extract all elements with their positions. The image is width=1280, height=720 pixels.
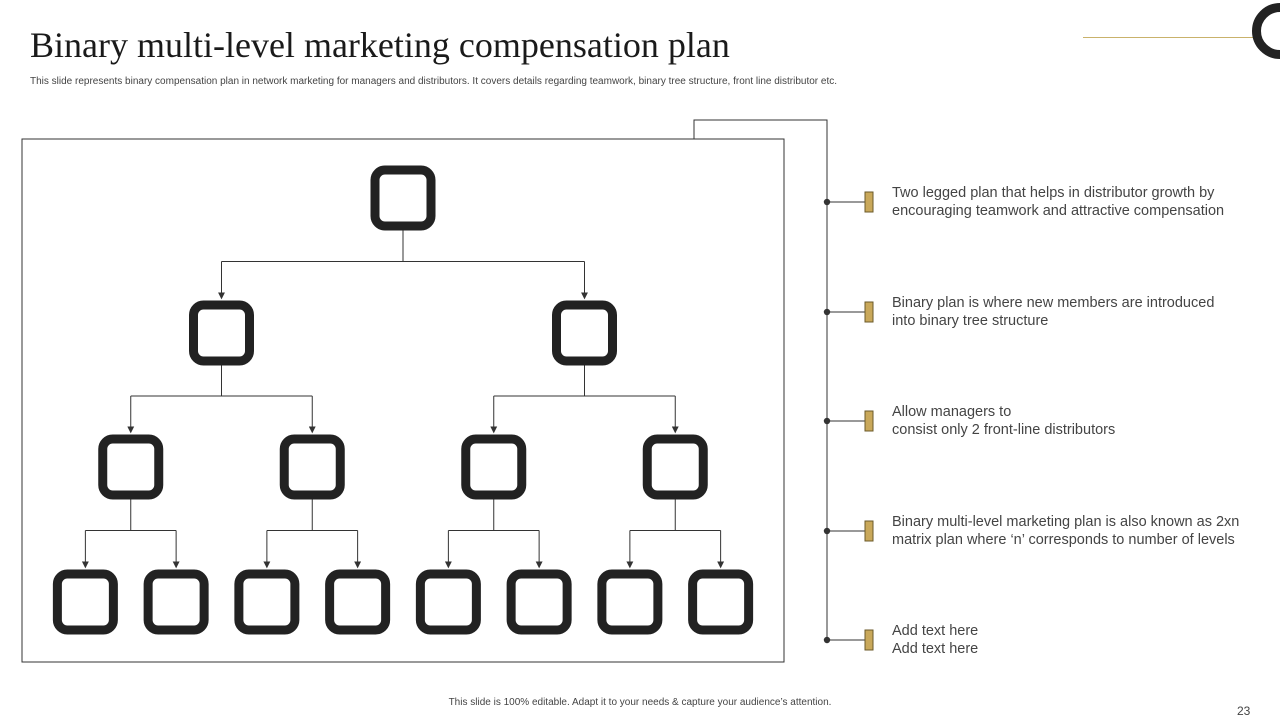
point-marker bbox=[823, 520, 874, 542]
tree-node-icon bbox=[642, 434, 708, 500]
point-marker bbox=[823, 191, 874, 213]
point-marker bbox=[823, 301, 874, 323]
tree-node-icon bbox=[52, 569, 118, 635]
tree-node-icon bbox=[552, 300, 617, 366]
slide-footer: This slide is 100% editable. Adapt it to… bbox=[448, 697, 832, 708]
points-connector-line bbox=[693, 119, 828, 640]
tree-node-icon bbox=[597, 569, 663, 635]
tree-node-icon bbox=[279, 434, 345, 500]
tree-node-icon bbox=[143, 569, 209, 635]
point-text: Binary plan is where new members are int… bbox=[892, 294, 1262, 330]
decorative-ring-icon bbox=[1252, 3, 1280, 59]
point-text-line: Allow managers to bbox=[892, 404, 1012, 420]
page-number: 23 bbox=[1237, 704, 1251, 718]
tree-node-icon bbox=[688, 569, 754, 635]
tree-node-icon bbox=[370, 165, 436, 231]
tree-node-icon bbox=[189, 300, 254, 366]
tree-edge-group bbox=[218, 227, 588, 300]
point-text: Binary multi-level marketing plan is als… bbox=[892, 513, 1262, 549]
point-text-line: Add text here bbox=[892, 623, 979, 639]
point-text-line: Binary multi-level marketing plan is als… bbox=[892, 514, 1240, 530]
tree-node-icon bbox=[234, 569, 300, 635]
point-text: Two legged plan that helps in distributo… bbox=[892, 184, 1262, 220]
tree-node-icon bbox=[461, 434, 527, 500]
point-text: Allow managers to consist only 2 front-li… bbox=[892, 403, 1262, 439]
tree-frame bbox=[21, 138, 785, 663]
decorative-gold-line bbox=[1083, 37, 1255, 38]
point-text-line: Binary plan is where new members are int… bbox=[892, 295, 1215, 311]
point-text-line: consist only 2 front-line distributors bbox=[892, 422, 1116, 438]
point-markers bbox=[823, 191, 874, 651]
tree-node-icon bbox=[98, 434, 164, 500]
tree-edge-group bbox=[81, 496, 180, 569]
tree-edges bbox=[81, 227, 725, 569]
tree-edge-group bbox=[444, 496, 543, 569]
slide-title: Binary multi-level marketing compensatio… bbox=[30, 25, 730, 65]
tree-nodes bbox=[52, 165, 754, 635]
tree-edge-group bbox=[127, 362, 316, 434]
point-text-line: Two legged plan that helps in distributo… bbox=[892, 185, 1215, 201]
point-text-line: into binary tree structure bbox=[892, 313, 1049, 329]
point-text-line: encouraging teamwork and attractive comp… bbox=[892, 203, 1225, 219]
point-text-line: Add text here bbox=[892, 641, 979, 657]
slide-subtitle: This slide represents binary compensatio… bbox=[30, 76, 838, 87]
point-marker bbox=[823, 629, 874, 651]
point-text-line: matrix plan where ‘n’ corresponds to num… bbox=[892, 532, 1235, 548]
tree-node-icon bbox=[325, 569, 391, 635]
tree-node-icon bbox=[415, 569, 481, 635]
point-marker bbox=[823, 410, 874, 432]
tree-edge-group bbox=[490, 362, 679, 434]
tree-edge-group bbox=[263, 496, 362, 569]
tree-edge-group bbox=[626, 496, 725, 569]
tree-node-icon bbox=[506, 569, 572, 635]
